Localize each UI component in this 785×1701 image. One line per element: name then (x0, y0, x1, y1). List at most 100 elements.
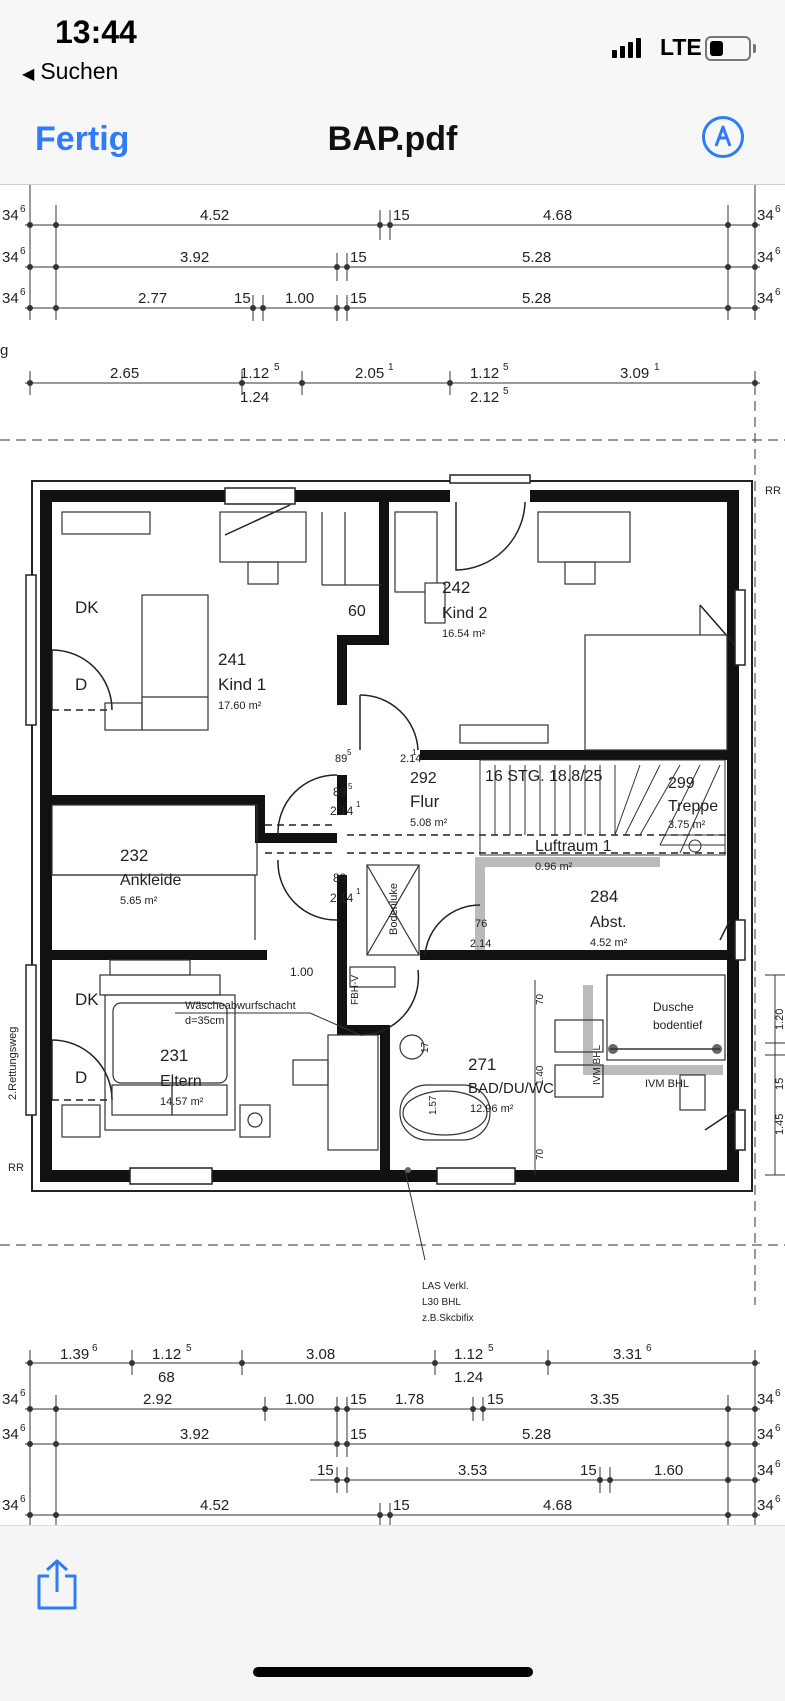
dim-sup: 5 (347, 748, 352, 757)
dim-text: 34 (757, 207, 774, 224)
dim-text: 34 (2, 1426, 19, 1443)
dim-sup: 1 (412, 748, 417, 757)
room-number: 271 (468, 1055, 496, 1074)
dim-sup: 1 (654, 362, 660, 373)
stair-label: 16 STG. 18.8/25 (485, 768, 603, 785)
dim-text: 1.78 (395, 1391, 424, 1408)
dim-sup: 6 (775, 204, 781, 215)
room-area: 12.96 m² (470, 1103, 514, 1115)
dim-text: 89 (333, 785, 347, 799)
dim-text: 2.14 (330, 891, 354, 905)
dim-text: 4.68 (543, 207, 572, 224)
room-name: BAD/DU/WC (468, 1080, 554, 1097)
door-label: D (75, 675, 87, 694)
dim-text: 15 (580, 1462, 597, 1479)
walls (40, 490, 739, 1182)
bottom-toolbar (0, 1525, 785, 1701)
dim-text: 60 (348, 603, 366, 620)
dim-sup: 6 (775, 246, 781, 257)
dim-text: 34 (757, 290, 774, 307)
dim-sup: 1 (388, 362, 394, 373)
pdf-page[interactable]: 34 6 4.52 15 4.68 34 6 34 6 3.92 15 5.28… (0, 185, 785, 1525)
dim-sup: 6 (775, 1494, 781, 1505)
dim-sup: 6 (646, 1343, 652, 1354)
door-label: D (75, 1068, 87, 1087)
dim-sup: 6 (92, 1343, 98, 1354)
annotation: Bodenluke (388, 883, 400, 935)
dim-text: 1.57 (428, 1095, 439, 1115)
dim-text: 34 (2, 1391, 19, 1408)
dim-text: 2.92 (143, 1391, 172, 1408)
dim-text: 89 (333, 871, 347, 885)
status-time: 13:44 (55, 14, 137, 50)
dim-text: 2.77 (138, 290, 167, 307)
dim-text: 2.12 (470, 389, 499, 406)
dim-text: 15 (350, 1426, 367, 1443)
dim-text: 89 (335, 753, 347, 765)
annotation: RR (765, 485, 781, 497)
dim-sup: 5 (488, 1343, 494, 1354)
dim-text: 4.68 (543, 1497, 572, 1514)
back-label: Suchen (40, 58, 119, 84)
room-name: Flur (410, 792, 440, 811)
dim-text: 15 (350, 1391, 367, 1408)
dim-text: 3.92 (180, 249, 209, 266)
dim-text: 3.35 (590, 1391, 619, 1408)
dim-text: 5.28 (522, 1426, 551, 1443)
nav-bar: Fertig BAP.pdf (0, 100, 785, 185)
dim-text: 4.52 (200, 1497, 229, 1514)
dim-text: 2.14 (470, 938, 491, 950)
dim-text: 34 (2, 207, 19, 224)
dim-sup: 1 (356, 887, 361, 896)
dim-text: 70 (535, 1148, 546, 1160)
dim-text: 34 (2, 290, 19, 307)
dim-sup: 6 (775, 1423, 781, 1434)
dim-sup: 6 (20, 1423, 26, 1434)
annotation: LAS Verkl. (422, 1281, 469, 1292)
dim-text: 2.65 (110, 365, 139, 382)
dim-sup: 6 (775, 1388, 781, 1399)
door-label: DK (75, 598, 99, 617)
annotation: RR (8, 1162, 24, 1174)
annotation: d=35cm (185, 1015, 224, 1027)
dim-sup: 6 (20, 246, 26, 257)
annotation: IVM BHL (645, 1078, 689, 1090)
dim-text: 34 (757, 1497, 774, 1514)
home-indicator[interactable] (253, 1667, 533, 1677)
room-area: 14.57 m² (160, 1096, 204, 1108)
dim-text: 2.05 (355, 365, 384, 382)
dim-text: 1.60 (654, 1462, 683, 1479)
document-title: BAP.pdf (327, 120, 458, 158)
done-button[interactable]: Fertig (35, 120, 130, 158)
shower-label: bodentief (653, 1018, 703, 1032)
share-icon[interactable] (35, 1558, 79, 1615)
dim-sup: 1 (356, 800, 361, 809)
dim-text: 1.20 (774, 1009, 785, 1030)
markup-pen-icon[interactable] (702, 116, 744, 158)
dim-text: 15 (393, 207, 410, 224)
room-name: Ankleide (120, 872, 181, 889)
door-label: DK (75, 990, 99, 1009)
dim-text: 3.31 (613, 1346, 642, 1363)
dim-text: 34 (757, 1462, 774, 1479)
dim-text: 4.52 (200, 207, 229, 224)
dim-text: 3.08 (306, 1346, 335, 1363)
back-to-app-link[interactable]: ◀Suchen (22, 58, 118, 85)
room-area: 5.08 m² (410, 817, 448, 829)
dim-text: 34 (2, 249, 19, 266)
dim-text: 15 (487, 1391, 504, 1408)
dim-text: 15 (317, 1462, 334, 1479)
dim-text: 1.12 (470, 365, 499, 382)
dim-text: 5.28 (522, 290, 551, 307)
annotation: Wäscheabwurfschacht (185, 1000, 296, 1012)
dim-text: 1.24 (454, 1369, 483, 1386)
luftraum-area: 0.96 m² (535, 861, 573, 873)
dim-text: g (0, 342, 8, 359)
room-number: 241 (218, 650, 246, 669)
dim-text: 5.28 (522, 249, 551, 266)
dim-text: 34 (757, 1391, 774, 1408)
dim-sup: 5 (274, 362, 280, 373)
dim-text: 15 (350, 249, 367, 266)
room-number: 292 (410, 770, 437, 787)
dim-text: 1.00 (285, 290, 314, 307)
